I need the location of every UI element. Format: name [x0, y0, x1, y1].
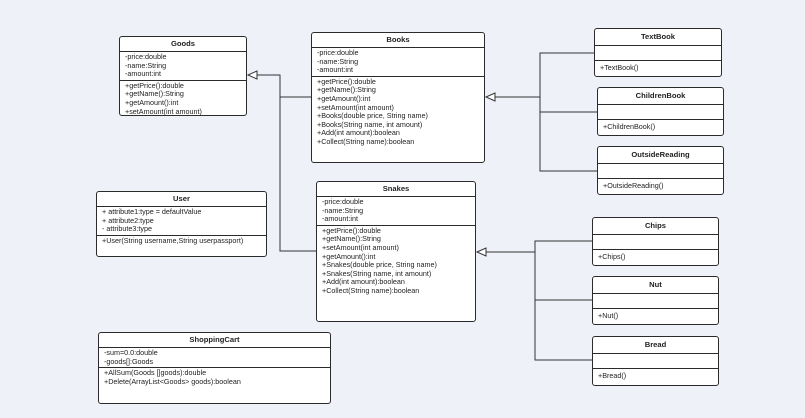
- method-row: +TextBook(): [600, 63, 639, 72]
- method-row: +ChildrenBook(): [603, 122, 656, 131]
- class-name: ChildrenBook: [598, 88, 723, 105]
- attribute-row: -name:String: [125, 60, 167, 70]
- attributes-section: [593, 235, 718, 250]
- class-snakes[interactable]: Snakes-price:double-name:String-amount:i…: [316, 181, 476, 322]
- method-row: +getPrice():double: [322, 225, 381, 235]
- connector-outsidereading-books: [539, 97, 597, 172]
- connector-snakes-goods: [279, 75, 316, 252]
- class-books[interactable]: Books-price:double-name:String-amount:in…: [311, 32, 485, 163]
- connector-chips-snakes: [477, 240, 592, 253]
- class-chips[interactable]: Chips +Chips(): [592, 217, 719, 266]
- attribute-row: -name:String: [317, 56, 359, 66]
- attribute-row: -price:double: [322, 197, 364, 206]
- attributes-section: -price:double-name:String-amount:int: [120, 52, 246, 81]
- attributes-section: [598, 164, 723, 179]
- attribute-row: -amount:int: [317, 65, 353, 75]
- method-row: +getPrice():double: [317, 76, 376, 86]
- methods-section: +ChildrenBook(): [598, 120, 723, 133]
- arrowhead-snakes: [475, 247, 487, 257]
- method-row: +setAmount(int amount): [322, 242, 399, 252]
- attribute-row: -amount:int: [125, 69, 161, 79]
- method-row: +Collect(String name):boolean: [317, 136, 415, 146]
- arrowhead-books: [484, 92, 496, 102]
- method-row: +Delete(ArrayList<Goods> goods):boolean: [104, 376, 241, 386]
- attribute-row: + attribute1:type = defaultValue: [102, 207, 202, 216]
- methods-section: +User(String username,String userpasspor…: [97, 236, 266, 247]
- methods-section: +Bread(): [593, 369, 718, 382]
- class-nut[interactable]: Nut +Nut(): [592, 276, 719, 325]
- methods-section: +getPrice():double+getName():String+setA…: [317, 226, 475, 297]
- method-row: +getName():String: [317, 85, 376, 95]
- attributes-section: + attribute1:type = defaultValue+ attrib…: [97, 207, 266, 236]
- class-name: User: [97, 192, 266, 207]
- class-name: TextBook: [595, 29, 721, 46]
- class-outsidereading[interactable]: OutsideReading +OutsideReading(): [597, 146, 724, 195]
- class-bread[interactable]: Bread +Bread(): [592, 336, 719, 386]
- methods-section: +Chips(): [593, 250, 718, 263]
- method-row: +getAmount():int: [322, 251, 376, 261]
- class-name: Books: [312, 33, 484, 48]
- attributes-section: [598, 105, 723, 120]
- class-name: Goods: [120, 37, 246, 52]
- attribute-row: -name:String: [322, 205, 364, 215]
- method-row: +Add(int amount):boolean: [322, 277, 405, 287]
- method-row: +AllSum(Goods []goods):double: [104, 368, 207, 378]
- class-name: OutsideReading: [598, 147, 723, 164]
- class-name: ShoppingCart: [99, 333, 330, 348]
- method-row: +User(String username,String userpasspor…: [102, 235, 244, 245]
- methods-section: +AllSum(Goods []goods):double+Delete(Arr…: [99, 368, 330, 387]
- method-row: +getName():String: [125, 89, 184, 99]
- method-row: +Books(double price, String name): [317, 111, 428, 121]
- methods-section: +Nut(): [593, 309, 718, 322]
- method-row: +Snakes(String name, int amount): [322, 268, 432, 278]
- method-row: +Nut(): [598, 311, 619, 320]
- method-row: +getAmount():int: [125, 97, 179, 107]
- attributes-section: -price:double-name:String-amount:int: [312, 48, 484, 77]
- attribute-row: -sum=0.0:double: [104, 348, 158, 357]
- method-row: +Bread(): [598, 371, 627, 380]
- class-childrenbook[interactable]: ChildrenBook +ChildrenBook(): [597, 87, 724, 136]
- connector-textbook-books: [486, 52, 594, 98]
- method-row: +Collect(String name):boolean: [322, 285, 420, 295]
- class-name: Nut: [593, 277, 718, 294]
- connector-bread-snakes: [534, 252, 592, 361]
- methods-section: +getPrice():double+getName():String+getA…: [120, 80, 246, 116]
- attribute-row: -price:double: [317, 48, 359, 57]
- methods-section: +OutsideReading(): [598, 179, 723, 192]
- attributes-section: [593, 294, 718, 309]
- method-row: +Add(int amount):boolean: [317, 128, 400, 138]
- attributes-section: [593, 354, 718, 369]
- method-row: +Chips(): [598, 252, 626, 261]
- class-user[interactable]: User+ attribute1:type = defaultValue+ at…: [96, 191, 267, 257]
- method-row: +getAmount():int: [317, 93, 371, 103]
- attributes-section: -sum=0.0:double-goods[]:Goods: [99, 348, 330, 369]
- class-shoppingcart[interactable]: ShoppingCart-sum=0.0:double-goods[]:Good…: [98, 332, 331, 404]
- method-row: +Snakes(double price, String name): [322, 260, 437, 270]
- connector-nut-snakes: [534, 252, 592, 301]
- attribute-row: + attribute2:type: [102, 215, 154, 225]
- attribute-row: -amount:int: [322, 214, 358, 224]
- attribute-row: - attribute3:type: [102, 224, 152, 234]
- class-name: Snakes: [317, 182, 475, 197]
- arrowhead-goods: [246, 70, 258, 80]
- class-name: Chips: [593, 218, 718, 235]
- method-row: +OutsideReading(): [603, 181, 664, 190]
- attribute-row: -goods[]:Goods: [104, 356, 154, 366]
- class-textbook[interactable]: TextBook +TextBook(): [594, 28, 722, 77]
- method-row: +getPrice():double: [125, 80, 184, 90]
- method-row: +setAmount(int amount): [317, 102, 394, 112]
- class-goods[interactable]: Goods-price:double-name:String-amount:in…: [119, 36, 247, 116]
- method-row: +getName():String: [322, 234, 381, 244]
- class-name: Bread: [593, 337, 718, 354]
- method-row: +setAmount(int amount): [125, 106, 202, 116]
- attribute-row: -price:double: [125, 52, 167, 61]
- attributes-section: [595, 46, 721, 61]
- attributes-section: -price:double-name:String-amount:int: [317, 197, 475, 226]
- methods-section: +getPrice():double+getName():String+getA…: [312, 77, 484, 148]
- methods-section: +TextBook(): [595, 61, 721, 74]
- method-row: +Books(String name, int amount): [317, 119, 423, 129]
